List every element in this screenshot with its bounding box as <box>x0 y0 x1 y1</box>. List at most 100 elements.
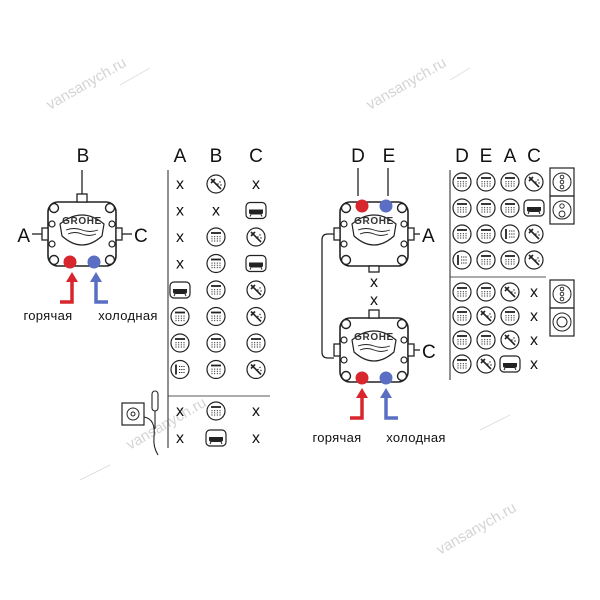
mixer-unit-right-upper: GROHE <box>333 199 415 273</box>
brand-logo: GROHE <box>354 216 394 227</box>
x: x <box>252 176 260 193</box>
x: x <box>530 332 538 349</box>
svg-text:x: x <box>252 176 260 193</box>
two-button-selector-icon <box>549 195 575 225</box>
head-shower-icon <box>500 172 520 192</box>
bathtub-icon <box>245 201 267 220</box>
watermark-text: vansanych.ru <box>434 499 520 558</box>
head-shower-icon <box>452 306 472 326</box>
hot-inlet <box>355 371 369 385</box>
cold-arrow <box>380 388 392 398</box>
mounting-lug <box>340 202 352 214</box>
head-shower-icon <box>452 172 472 192</box>
table-row <box>170 359 266 380</box>
table-row: x <box>452 306 538 326</box>
hand-shower-icon <box>246 280 266 300</box>
head-shower-icon <box>452 330 472 350</box>
mounting-lug <box>48 202 60 214</box>
table-row: x <box>176 227 266 247</box>
svg-text:x: x <box>212 203 220 220</box>
head-shower-icon <box>206 333 226 353</box>
three-button-selector-icon <box>549 279 575 309</box>
table-row <box>452 172 544 192</box>
svg-text:x: x <box>176 229 184 246</box>
hand-shower-icon <box>476 354 496 374</box>
mounting-lug <box>396 202 408 214</box>
x: x <box>252 403 260 420</box>
watermark-line <box>79 464 111 481</box>
svg-text:x: x <box>530 332 538 349</box>
hot-supply-label: горячая <box>24 308 73 323</box>
svg-text:x: x <box>530 308 538 325</box>
head-shower-icon <box>246 333 266 353</box>
head-shower-icon <box>206 227 226 247</box>
brand-logo: GROHE <box>62 216 102 227</box>
table-row: x <box>452 354 538 374</box>
table-row: x <box>452 282 538 302</box>
mounting-lug <box>104 254 116 266</box>
hand-shower-icon <box>500 330 520 350</box>
svg-text:x: x <box>176 176 184 193</box>
x: x <box>530 308 538 325</box>
hand-shower-icon <box>476 306 496 326</box>
hand-shower-icon <box>500 282 520 302</box>
head-shower-icon <box>206 401 226 421</box>
bathtub-icon <box>205 429 227 447</box>
mounting-lug <box>340 318 352 330</box>
column-header-c: C <box>249 146 263 167</box>
port-label-c: C <box>134 226 148 247</box>
hot-arrow <box>356 388 368 398</box>
hot-inlet <box>63 255 77 269</box>
port-label-a-right: A <box>422 226 435 247</box>
bypass-link <box>321 233 334 359</box>
head-shower-icon <box>452 224 472 244</box>
cold-inlet <box>379 371 393 385</box>
link-mark: x <box>370 274 378 291</box>
watermark-line <box>119 67 151 86</box>
table-row <box>170 306 266 327</box>
x: x <box>176 430 184 447</box>
bathtub-icon <box>245 254 267 273</box>
mounting-lug <box>340 254 352 266</box>
cold-arrow <box>90 272 102 282</box>
mounting-lug <box>396 370 408 382</box>
port-label-e: E <box>383 146 396 167</box>
link-mark: x <box>370 292 378 309</box>
cold-supply-label: холодная <box>98 308 157 323</box>
outlet-port <box>407 227 415 241</box>
brand-logo: GROHE <box>354 332 394 343</box>
mounting-lug <box>48 254 60 266</box>
head-shower-icon <box>500 250 520 270</box>
svg-text:x: x <box>252 430 260 447</box>
mounting-lug <box>396 318 408 330</box>
cold-inlet <box>87 255 101 269</box>
table-row <box>169 280 266 300</box>
port-label-b: B <box>77 146 90 167</box>
hand-shower-icon <box>524 250 544 270</box>
body-jet-icon <box>170 359 190 380</box>
head-shower-icon <box>476 250 496 270</box>
hot-inlet <box>355 199 369 213</box>
port-label-c-right: C <box>422 342 436 363</box>
hot-supply-label-right: горячая <box>313 430 362 445</box>
table-row: x <box>452 330 538 350</box>
outlet-port <box>333 343 341 357</box>
supply-arrows <box>350 388 398 420</box>
column-header-a: A <box>504 146 517 167</box>
head-shower-icon <box>476 172 496 192</box>
svg-text:x: x <box>176 256 184 273</box>
head-shower-icon <box>452 198 472 218</box>
column-header-a: A <box>174 146 187 167</box>
x: x <box>176 229 184 246</box>
outlet-port <box>368 309 380 319</box>
x: x <box>176 256 184 273</box>
svg-text:x: x <box>176 203 184 220</box>
head-shower-icon <box>476 198 496 218</box>
x: x <box>176 203 184 220</box>
x: x <box>176 403 184 420</box>
head-shower-icon <box>452 354 472 374</box>
port-label-d: D <box>351 146 365 167</box>
